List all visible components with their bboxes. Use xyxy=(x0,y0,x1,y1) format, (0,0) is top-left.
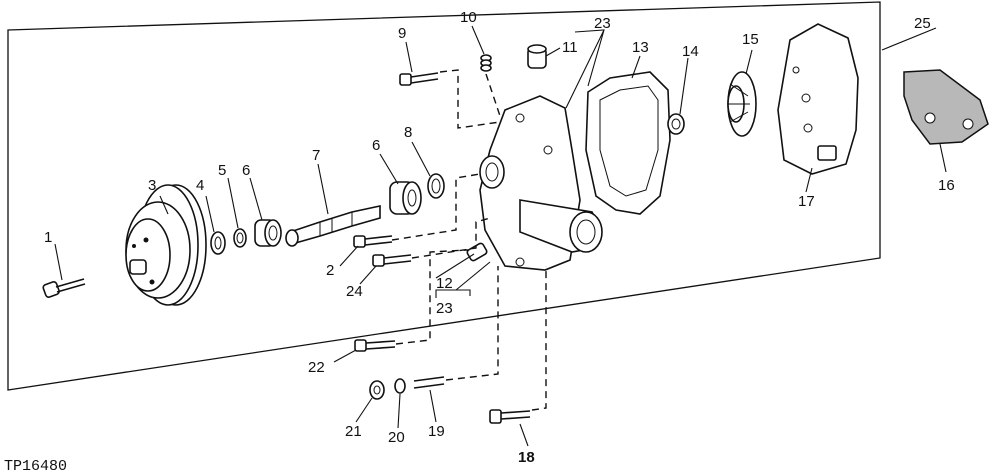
shaft-7 xyxy=(285,205,381,247)
diagram-background-panel xyxy=(7,1,881,391)
callout-25: 25 xyxy=(914,15,931,32)
cover-plate-17 xyxy=(777,23,859,175)
bearing-6-right xyxy=(389,181,422,215)
callout-19: 19 xyxy=(428,423,445,440)
washer-20 xyxy=(394,378,406,394)
washer-5 xyxy=(233,228,247,248)
cap-screw-24 xyxy=(372,254,412,267)
bracket-16 xyxy=(903,69,989,145)
leader-line xyxy=(881,27,937,51)
leader-line xyxy=(54,243,63,281)
alignment-line xyxy=(445,266,499,381)
alignment-line xyxy=(411,217,491,259)
leader-line xyxy=(405,41,413,73)
alignment-line xyxy=(395,249,469,345)
leader-line xyxy=(339,245,359,267)
callout-1: 1 xyxy=(44,229,52,246)
figure-reference: TP16480 xyxy=(4,458,67,475)
leader-line xyxy=(429,389,437,423)
callout-16: 16 xyxy=(938,177,955,194)
cap-screw-18 xyxy=(489,409,531,424)
callout-24: 24 xyxy=(346,283,363,300)
callout-18: 18 xyxy=(518,449,535,466)
leader-line xyxy=(159,195,169,215)
spring-10 xyxy=(480,54,492,72)
pump-housing xyxy=(479,95,603,271)
callout-23-top: 23 xyxy=(594,15,611,32)
leader-line xyxy=(435,253,475,279)
leader-line xyxy=(545,47,561,57)
alignment-line xyxy=(485,73,501,117)
callout-3: 3 xyxy=(148,177,156,194)
leader-line xyxy=(519,423,529,447)
impeller-15 xyxy=(727,71,757,137)
leader-line xyxy=(745,49,753,75)
cap-11 xyxy=(527,44,547,69)
callout-11: 11 xyxy=(562,39,578,56)
callout-15: 15 xyxy=(742,31,759,48)
callout-5: 5 xyxy=(218,162,226,179)
leader-line xyxy=(435,261,491,298)
nut-21 xyxy=(369,380,385,400)
alignment-line xyxy=(531,266,547,411)
leader-line xyxy=(679,57,689,115)
callout-9: 9 xyxy=(398,25,406,42)
callout-14: 14 xyxy=(682,43,699,60)
plug-12 xyxy=(466,242,488,262)
seal-8 xyxy=(427,173,445,199)
callout-20: 20 xyxy=(388,429,405,446)
pulley xyxy=(125,184,207,306)
leader-line xyxy=(397,393,401,429)
callout-10: 10 xyxy=(460,9,477,26)
callout-7: 7 xyxy=(312,147,320,164)
callout-13: 13 xyxy=(632,39,649,56)
callout-4: 4 xyxy=(196,177,204,194)
leader-line xyxy=(227,177,239,229)
bearing-6-left xyxy=(254,219,282,247)
callout-22: 22 xyxy=(308,359,325,376)
leader-line xyxy=(317,163,329,215)
leader-line xyxy=(411,141,431,177)
leader-line xyxy=(359,265,377,285)
stud-19 xyxy=(413,376,445,389)
leader-line xyxy=(333,349,357,363)
callout-23-bottom: 23 xyxy=(436,300,453,317)
callout-21: 21 xyxy=(345,423,362,440)
leader-line xyxy=(939,143,947,173)
callout-12: 12 xyxy=(436,275,453,292)
seal-14 xyxy=(667,113,685,135)
leader-line xyxy=(471,25,485,55)
leader-line xyxy=(631,55,641,79)
alignment-line xyxy=(391,173,481,241)
leader-line xyxy=(355,397,373,423)
alignment-line xyxy=(439,69,501,129)
callout-6-right: 6 xyxy=(372,137,380,154)
leader-line xyxy=(249,177,263,221)
leader-line xyxy=(205,195,215,233)
cap-screw-9 xyxy=(399,72,439,86)
snap-ring-4 xyxy=(210,231,226,255)
callout-17: 17 xyxy=(798,193,815,210)
leader-line xyxy=(805,167,813,193)
gasket-13 xyxy=(585,71,671,215)
leader-line xyxy=(379,153,399,185)
callout-2: 2 xyxy=(326,262,334,279)
cap-screw-2 xyxy=(353,235,393,248)
callout-6-left: 6 xyxy=(242,162,250,179)
leader-line xyxy=(565,29,605,109)
callout-8: 8 xyxy=(404,124,412,141)
cap-screw-22 xyxy=(354,339,396,352)
bolt-1 xyxy=(42,278,86,298)
